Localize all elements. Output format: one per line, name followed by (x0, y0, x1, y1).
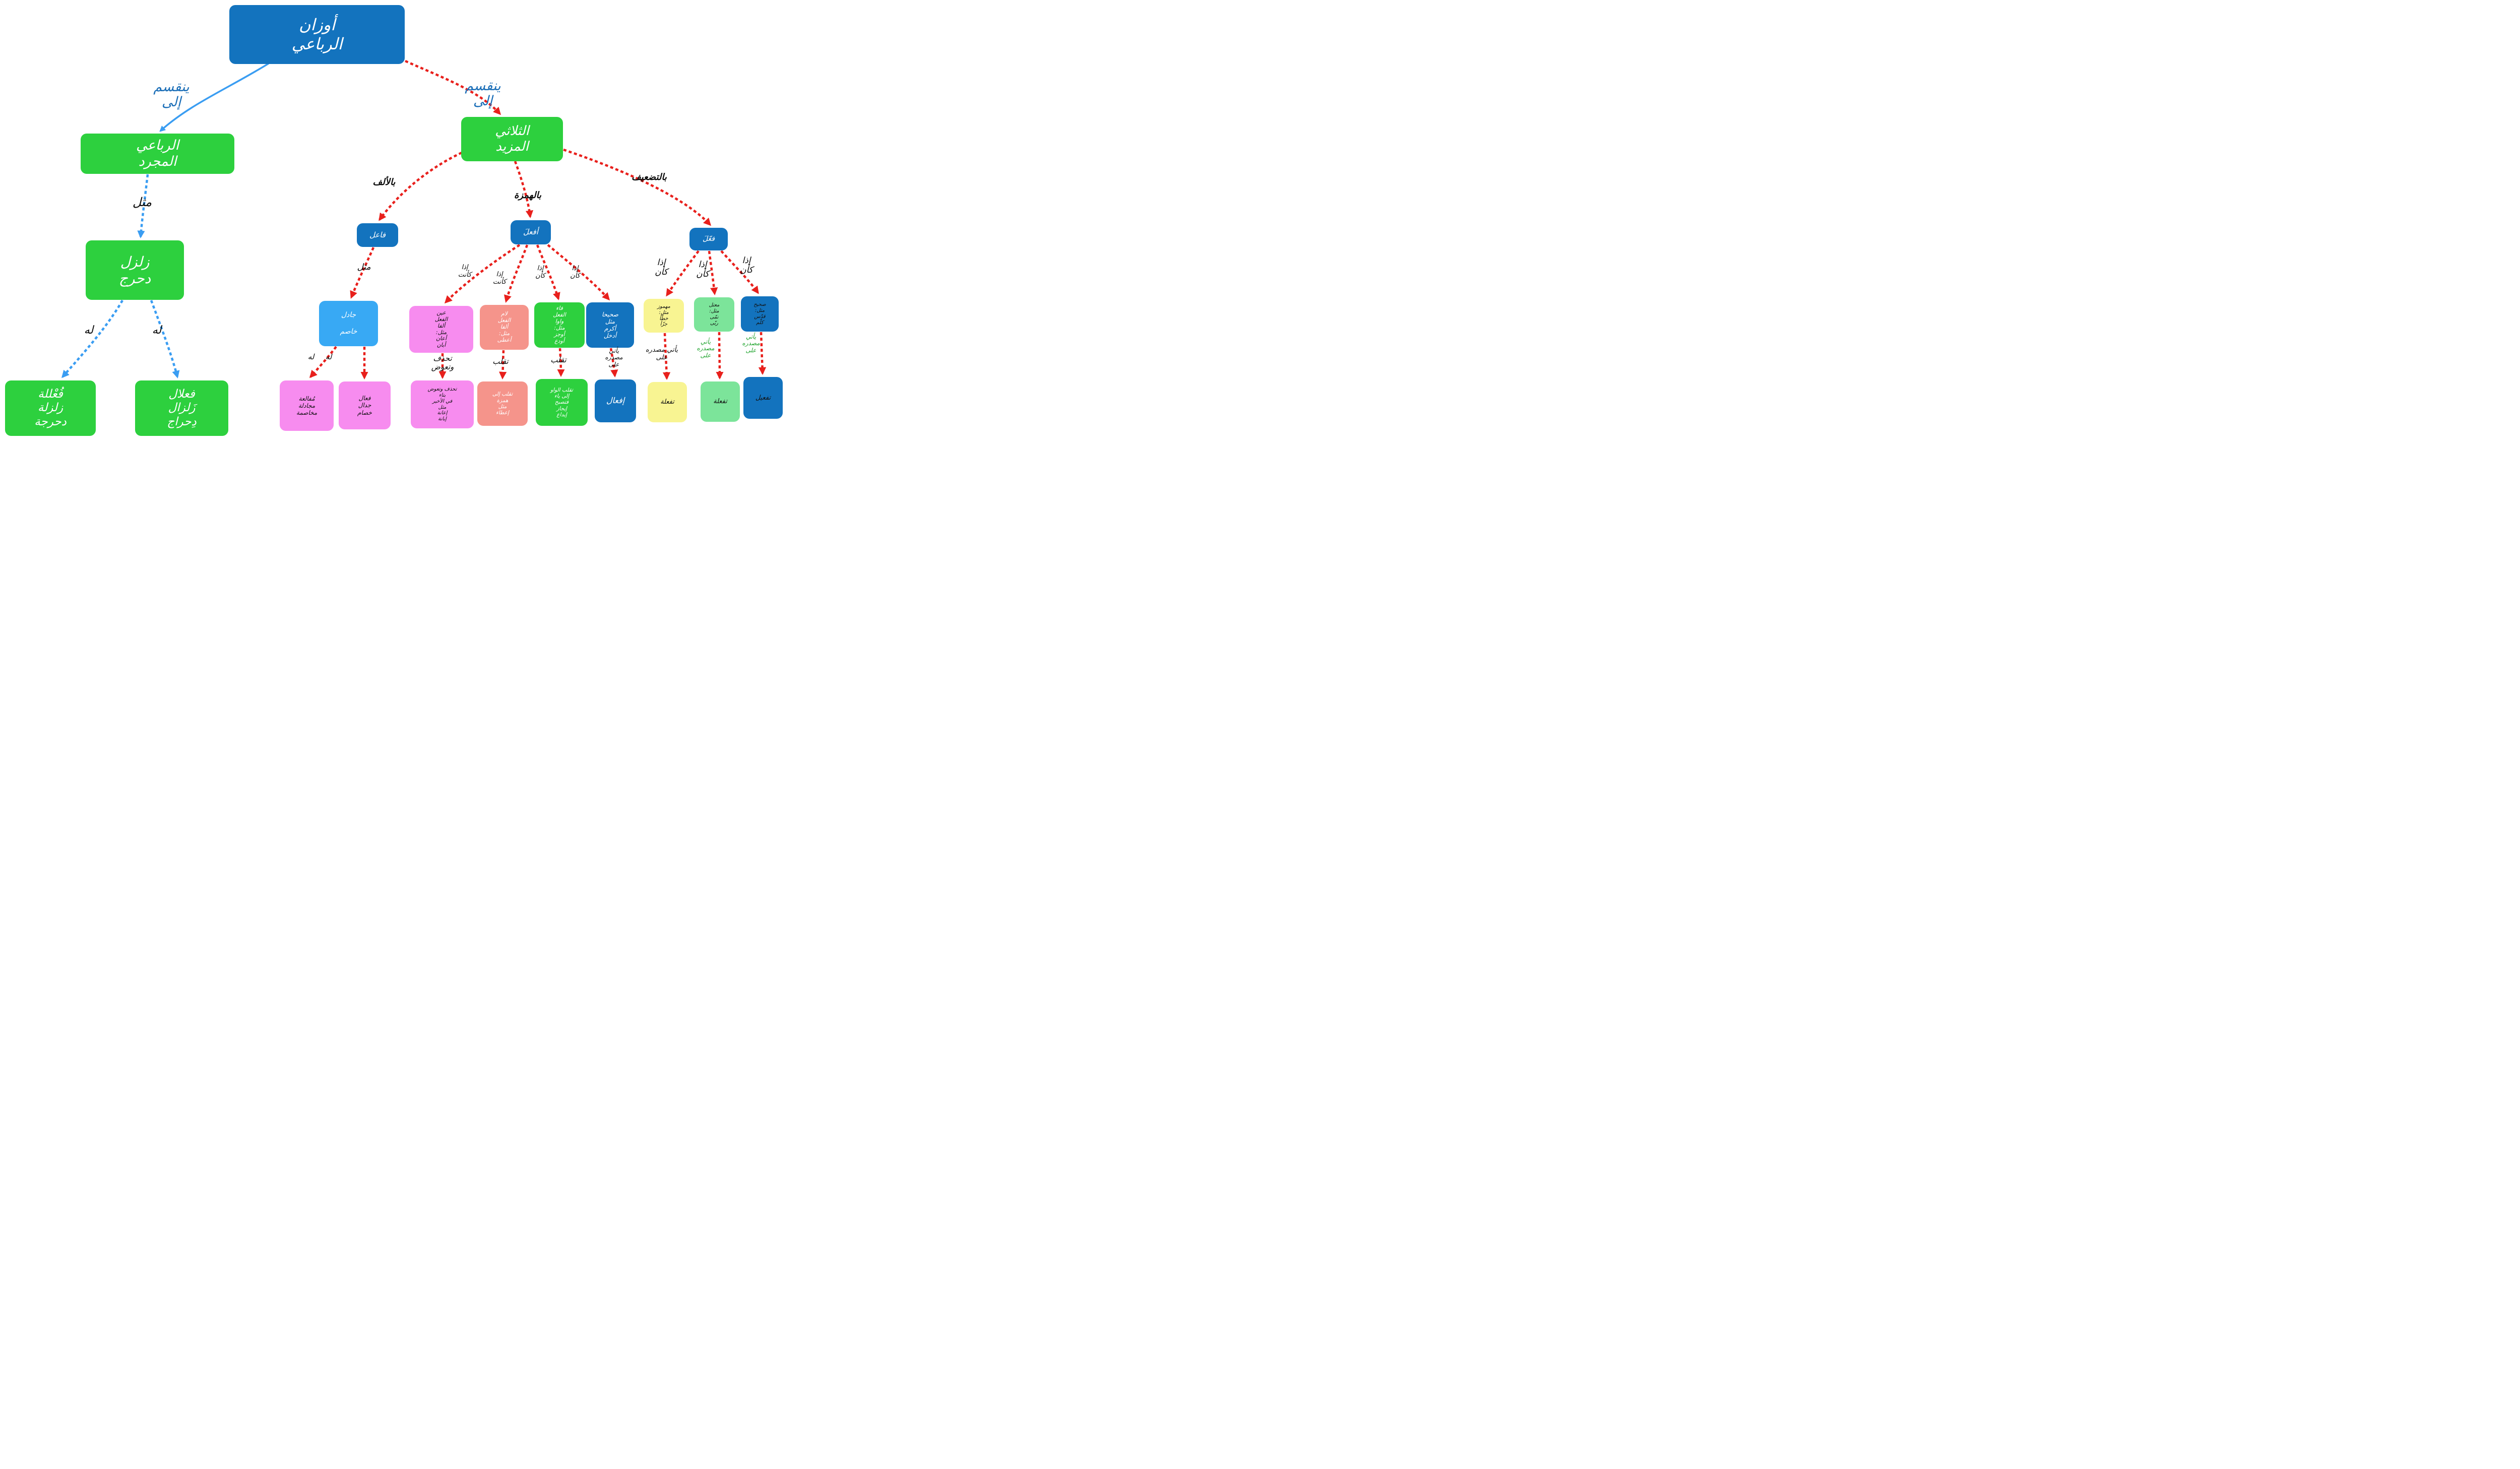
node-zalzala-dahraja[interactable]: زلزل دحرج (86, 240, 184, 300)
edge-thulathi-to-afala (514, 161, 534, 219)
edge-label-tuqlab-lbl-1: تقلب (492, 357, 509, 366)
node-mutal[interactable]: معتل مثل: نمّى ربّى (694, 297, 734, 332)
edge-label-idha-kanat-1: إذا كأنت (458, 264, 472, 279)
node-ayn-alfil-alifa[interactable]: عين الفعل ألفا مثل: أعان أبان (409, 306, 473, 353)
node-rubai-mujarrad[interactable]: الرباعي المجرد (81, 134, 234, 174)
edge-zalzal-to-fualala (61, 299, 123, 378)
edge-faala-shadda-to-mutal (708, 250, 718, 296)
edge-thulathi-to-faala-shadda (563, 148, 712, 226)
node-tuqlab-ila-hamza[interactable]: تقلب إلى همزة مثل إعطاء (477, 381, 528, 426)
edge-faala-shadda-to-sahih (720, 250, 759, 294)
edge-afala-to-sahihan (547, 244, 610, 301)
edge-label-lah-left-2: له (152, 324, 162, 337)
node-tafil[interactable]: تفعيل (743, 377, 783, 419)
edge-faala-shadda-to-mahmuz (666, 250, 700, 297)
edge-rubai-to-zalzal (137, 174, 149, 239)
edge-label-masdar-lbl-3: يأتي مصدره على (697, 338, 715, 359)
edge-label-idha-kan-4: إذا كأن (696, 260, 709, 280)
node-sahihan-akram-adkhal[interactable]: صحيحا مثل أكرم أدخل (586, 302, 634, 348)
node-tuqlab-alwaw-ila-ya[interactable]: تقلب الواو إلى ياء فتصبح إيجاز إيداع (536, 379, 588, 426)
edge-layer (61, 59, 767, 380)
node-fualala-zalzala-dahraja[interactable]: فُعْللة زلزلة دحرجة (5, 380, 96, 436)
node-afala[interactable]: أفعلَ (511, 220, 551, 244)
node-jadala-khasama[interactable]: جادل خاصم (319, 301, 378, 346)
edge-label-idha-kan-1: إذا كأن (535, 265, 545, 280)
edge-label-lah-mid-2: له (325, 352, 332, 361)
node-mahmuz[interactable]: مهموز مثل: خطّأ جزّأ (644, 299, 684, 333)
edge-label-mithl-mid: مثل (357, 262, 371, 272)
node-fial-jidal-khisam[interactable]: فعال جدال خصام (339, 381, 391, 429)
edge-label-idha-kan-5: إذا كأن (740, 256, 753, 276)
edge-label-masdar-lbl-2: يأتي مصدره على (645, 346, 678, 361)
edge-mutal-to-tafila (716, 332, 724, 380)
edge-label-mithl-left: مثل (132, 195, 152, 209)
edge-label-tuhdhaf-lbl: تحذف وتعوض (431, 354, 454, 371)
edge-label-lah-left-1: له (84, 324, 94, 337)
edge-root-to-rubai (159, 62, 269, 132)
edge-zalzal-to-filal (150, 300, 180, 378)
edge-sahih-to-tafil (758, 332, 767, 375)
edge-lam-to-tuqlab-hamza (498, 350, 507, 380)
node-lam-alfil-alifa[interactable]: لام الفعل ألفا مثل: أعطى (480, 305, 529, 350)
edge-label-yanqasim-ila-left: ينقسم إلى (153, 79, 190, 110)
node-mufaala-mujadala-mukhasama[interactable]: مُفالعة مجادلة مخاصمة (280, 380, 334, 431)
edge-fa-to-tuqlab-waw (557, 348, 565, 377)
edge-label-lah-mid-1: له (307, 352, 314, 361)
node-ifal[interactable]: إفعال (595, 379, 636, 422)
edge-thulathi-to-faala (379, 151, 462, 221)
edge-afala-to-ayn (444, 244, 521, 304)
mindmap-canvas: أوزان الرباعي الرباعي المجرد زلزل دحرج فُعْ… (0, 0, 790, 440)
node-faala[interactable]: فاعل (357, 223, 398, 247)
edge-afala-to-lam (504, 244, 529, 303)
edge-label-idha-kan-2: إذا كأن (570, 265, 580, 280)
edge-label-masdar-lbl-1: يأتي مصدره على (605, 347, 623, 368)
node-awzan-rubai[interactable]: أوزان الرباعي (229, 5, 405, 64)
node-faala-shadda[interactable]: فعّلَ (689, 228, 728, 250)
node-tafila-yellow[interactable]: تفعلة (648, 382, 687, 422)
node-tafila-green[interactable]: تفعلة (701, 381, 740, 422)
node-filal-zilzal-dihraj[interactable]: فعلال زَلزال دِحراج (135, 380, 228, 436)
node-tuhdhaf-wa-tuawwad-bita[interactable]: تحذف وتعوض بتاء في الأخير مثل إعانة إبان… (411, 380, 474, 428)
edge-label-bial-hamza: بالهمزة (514, 190, 542, 201)
edge-jadala-to-mufaala (309, 346, 337, 378)
node-thulathi-mazid[interactable]: الثلاثي المزيد (461, 117, 563, 161)
node-fa-alfil-wawan[interactable]: فاء الفعل واوا مثل: أوجز أودع (534, 302, 585, 348)
edge-label-tuqlab-lbl-2: تقلب (550, 355, 566, 364)
edge-label-idha-kanat-2: إذا كأنت (492, 271, 507, 286)
edge-label-bial-alif: بالألف (372, 177, 396, 187)
edge-afala-to-fa (536, 244, 560, 300)
edge-faala-to-jadala (350, 247, 375, 299)
edge-label-yanqasim-ila-right: ينقسم إلى (465, 78, 501, 109)
edge-label-idha-kan-3: إذا كأن (655, 258, 668, 278)
edge-label-masdar-lbl-4: يأتي مصدره على (742, 333, 760, 354)
node-sahih-quddisa-kallama[interactable]: صحيح مثل: قدّس كلّم (741, 296, 779, 332)
edge-sahihan-to-ifal (609, 348, 618, 378)
edge-label-bial-tadeef: بالتضعيف (632, 172, 667, 182)
edge-mahmuz-to-tafila (662, 333, 671, 380)
